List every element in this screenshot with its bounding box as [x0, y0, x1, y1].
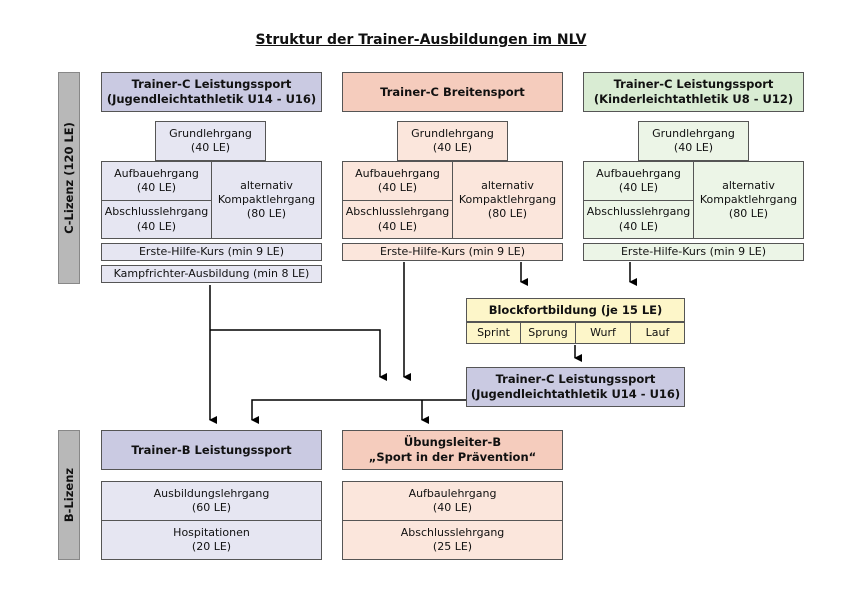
arrow-col1-to-uebungsleiter: [210, 329, 387, 381]
col1-aufbaulehrgang: Aufbauehrgang (40 LE): [101, 161, 212, 201]
c-lizenz-sidebar: C-Lizenz (120 LE): [58, 72, 80, 284]
page-title: Struktur der Trainer-Ausbildungen im NLV: [255, 32, 587, 48]
block-item-wurf: Wurf: [575, 322, 631, 344]
col1-erste-hilfe: Erste-Hilfe-Kurs (min 9 LE): [101, 243, 322, 261]
col3-erste-hilfe: Erste-Hilfe-Kurs (min 9 LE): [583, 243, 804, 261]
b-lizenz-sidebar: B-Lizenz: [58, 430, 80, 560]
col2-kompaktlehrgang: alternativ Kompaktlehrgang (80 LE): [452, 161, 563, 239]
block-item-sprung: Sprung: [520, 322, 576, 344]
uebungsleiter-aufbaulehrgang: Aufbaulehrgang (40 LE): [342, 481, 563, 521]
col2-aufbaulehrgang: Aufbauehrgang (40 LE): [342, 161, 453, 201]
blockfortbildung-header: Blockfortbildung (je 15 LE): [466, 298, 685, 322]
col1-grundlehrgang: Grundlehrgang (40 LE): [155, 121, 266, 161]
uebungsleiter-abschlusslehrgang: Abschlusslehrgang (25 LE): [342, 520, 563, 560]
col3-grundlehrgang: Grundlehrgang (40 LE): [638, 121, 749, 161]
col2-erste-hilfe: Erste-Hilfe-Kurs (min 9 LE): [342, 243, 563, 261]
col1-kampfrichter: Kampfrichter-Ausbildung (min 8 LE): [101, 265, 322, 283]
trainer-b-header: Trainer-B Leistungssport: [101, 430, 322, 470]
col1-kompaktlehrgang: alternativ Kompaktlehrgang (80 LE): [211, 161, 322, 239]
col2-grundlehrgang: Grundlehrgang (40 LE): [397, 121, 508, 161]
col3-abschlusslehrgang: Abschlusslehrgang (40 LE): [583, 200, 694, 239]
block-item-lauf: Lauf: [630, 322, 685, 344]
col1-header: Trainer-C Leistungssport (Jugendleichtat…: [101, 72, 322, 112]
trainer-b-hospitationen: Hospitationen (20 LE): [101, 520, 322, 560]
trainer-c-target-box: Trainer-C Leistungssport (Jugendleichtat…: [466, 367, 685, 407]
col3-aufbaulehrgang: Aufbauehrgang (40 LE): [583, 161, 694, 201]
col2-abschlusslehrgang: Abschlusslehrgang (40 LE): [342, 200, 453, 239]
col3-header: Trainer-C Leistungssport (Kinderleichtat…: [583, 72, 804, 112]
col3-kompaktlehrgang: alternativ Kompaktlehrgang (80 LE): [693, 161, 804, 239]
col1-abschlusslehrgang: Abschlusslehrgang (40 LE): [101, 200, 212, 239]
arrow-target-to-trainer-b: [251, 399, 466, 424]
uebungsleiter-header: Übungsleiter-B „Sport in der Prävention“: [342, 430, 563, 470]
col2-header: Trainer-C Breitensport: [342, 72, 563, 112]
